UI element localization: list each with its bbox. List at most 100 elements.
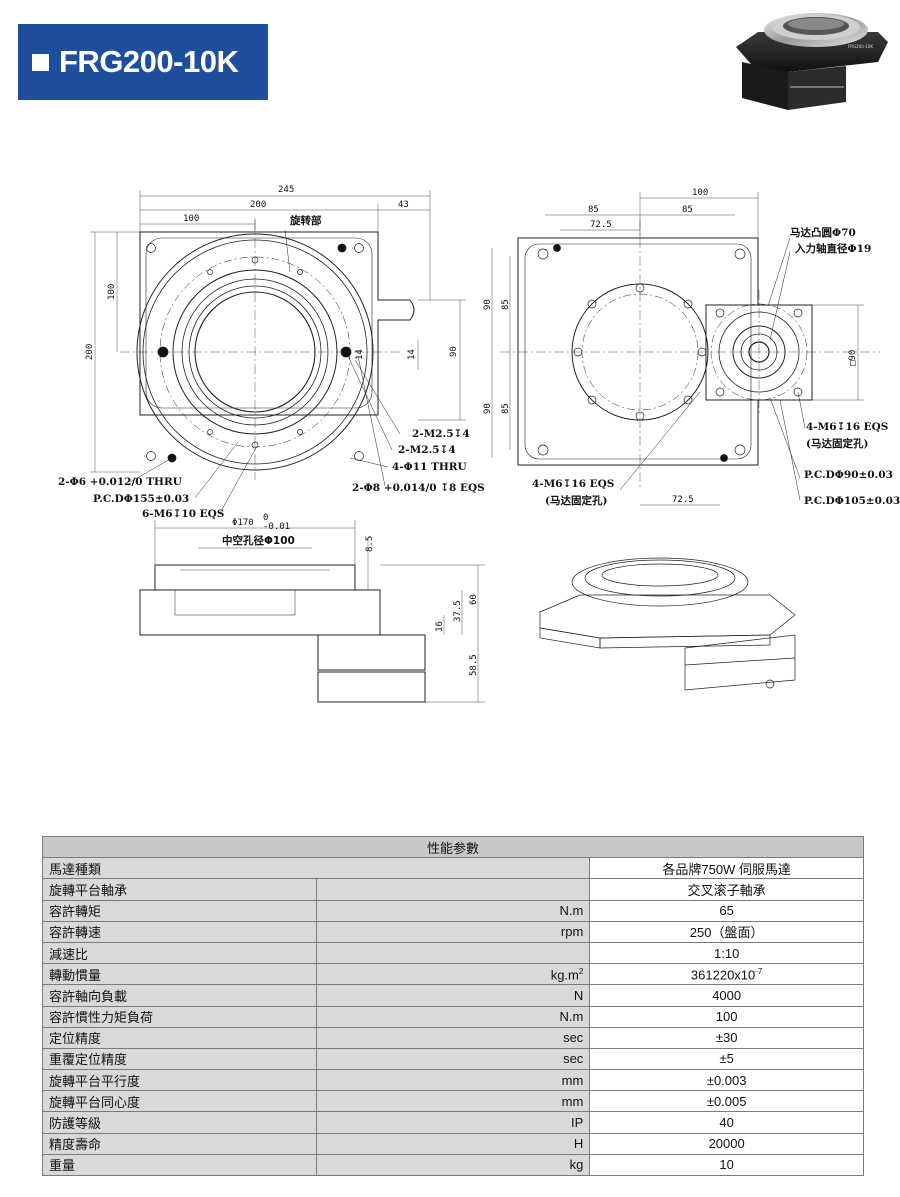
spec-value-text: 100 [715, 1009, 738, 1025]
dim-8-5: 8.5 [365, 536, 375, 552]
spec-unit: kg.m2 [315, 963, 591, 986]
spec-value: 65 [589, 899, 864, 922]
spec-unit: sec [315, 1047, 591, 1071]
label-motor-hole-right: (马达固定孔) [806, 437, 868, 450]
spec-value: 250（盤面） [589, 920, 864, 943]
dim-b-90-b: 90 [483, 403, 493, 414]
spec-unit-text: mm [561, 1072, 584, 1088]
spec-unit: N.m [315, 899, 591, 922]
dim-b-90-a: 90 [483, 299, 493, 310]
spec-unit-sup: 2 [578, 966, 584, 976]
label-pcd155: P.C.DΦ155±0.03 [93, 493, 189, 505]
spec-unit [315, 941, 591, 965]
spec-unit-text: rpm [560, 924, 584, 940]
dim-100-h: 100 [183, 214, 199, 224]
spec-unit-text: kg [569, 1157, 584, 1173]
spec-row: 旋轉平台同心度 mm ±0.005 [42, 1090, 864, 1113]
spec-row: 旋轉平台軸承交叉滚子軸承 [42, 878, 864, 901]
label-2-phi6: 2-Φ6 +0.012/0 THRU [58, 476, 182, 488]
spec-unit: H [315, 1132, 591, 1155]
spec-name: 定位精度 [42, 1026, 317, 1049]
spec-row: 容許轉矩 N.m 65 [42, 899, 864, 922]
spec-value-text: 交叉滚子軸承 [687, 882, 766, 898]
dim-37-5: 37.5 [453, 600, 463, 622]
spec-name: 轉動慣量 [42, 963, 317, 986]
spec-row: 重量 kg 10 [42, 1153, 864, 1177]
spec-unit [315, 878, 591, 901]
spec-value-text: 40 [719, 1115, 734, 1131]
spec-value: 20000 [589, 1132, 864, 1155]
dim-58-5: 58.5 [469, 654, 479, 676]
dim-16: 16 [435, 621, 445, 632]
spec-value: 4000 [589, 984, 864, 1007]
spec-unit: mm [315, 1069, 591, 1092]
spec-row: 容許慣性力矩負荷 N.m 100 [42, 1005, 864, 1028]
label-motor-hole-left: (马达固定孔) [545, 494, 607, 507]
spec-unit-text: mm [561, 1093, 584, 1109]
spec-name: 減速比 [42, 941, 317, 965]
dim-43: 43 [398, 200, 409, 210]
spec-unit-text: sec [563, 1051, 584, 1067]
label-6-m6: 6-M6↧10 EQS [142, 508, 224, 520]
spec-value: 1:10 [589, 941, 864, 965]
spec-row: 精度壽命 H 20000 [42, 1132, 864, 1155]
dim-90: 90 [449, 346, 459, 357]
rotary-part-label: 旋转部 [289, 214, 322, 227]
dim-200: 200 [250, 200, 266, 210]
dim-phi170-upper: 0 [263, 513, 268, 523]
title-square-icon [32, 53, 49, 71]
spec-name: 重覆定位精度 [42, 1047, 317, 1071]
spec-value-text: 361220x10 [690, 966, 756, 982]
spec-unit: N.m [315, 1005, 591, 1028]
spec-unit-text: kg.m [550, 966, 579, 982]
spec-value-text: 20000 [708, 1136, 745, 1152]
spec-name: 精度壽命 [42, 1132, 317, 1155]
dim-100-v: 100 [107, 284, 117, 300]
spec-unit-text: N.m [559, 903, 584, 919]
label-m2-5-b: 2-M2.5↧4 [398, 444, 456, 456]
spec-value-text: 各品牌750W 伺服馬達 [662, 861, 791, 877]
spec-name: 容許轉矩 [42, 899, 317, 922]
spec-value: 10 [589, 1153, 864, 1177]
spec-value: 361220x10-7 [589, 963, 864, 986]
dim-245: 245 [278, 185, 294, 195]
spec-value-text: 1:10 [714, 945, 740, 961]
spec-name: 重量 [42, 1153, 317, 1177]
spec-value-text: 4000 [712, 987, 742, 1003]
side-view [139, 564, 426, 703]
dim-200-v: 200 [85, 344, 95, 360]
spec-value: 100 [589, 1005, 864, 1028]
spec-value-text: 250（盤面） [689, 925, 764, 941]
spec-value-text: ±5 [719, 1051, 734, 1067]
svg-text:FRG200-10K: FRG200-10K [848, 44, 873, 49]
label-motor-boss: 马达凸圆Φ70 [790, 226, 856, 239]
label-pcd105: P.C.DΦ105±0.03 [804, 495, 900, 507]
spec-value: ±5 [589, 1047, 864, 1071]
label-m6-left: 4-M6↧16 EQS [532, 478, 614, 490]
dim-b-square-90: □90 [848, 350, 858, 366]
dim-60: 60 [469, 594, 479, 605]
spec-value-text: ±0.005 [706, 1093, 747, 1109]
spec-unit-text: N.m [559, 1009, 584, 1025]
spec-row: 重覆定位精度 sec ±5 [42, 1047, 864, 1071]
dim-b-85-b: 85 [682, 205, 693, 215]
spec-unit: rpm [315, 920, 591, 943]
spec-value: 交叉滚子軸承 [589, 878, 864, 901]
spec-unit: N [315, 984, 591, 1007]
dim-b-72-5-b: 72.5 [672, 495, 694, 505]
spec-value-text: 10 [719, 1157, 734, 1173]
spec-name: 容許慣性力矩負荷 [42, 1005, 317, 1028]
spec-unit-text: H [573, 1136, 584, 1152]
spec-name: 旋轉平台同心度 [42, 1090, 317, 1113]
model-title: FRG200-10K [59, 44, 239, 79]
spec-value-text: ±30 [715, 1030, 738, 1046]
dim-b-85-c: 85 [501, 299, 511, 310]
spec-row: 減速比 1:10 [42, 941, 864, 965]
